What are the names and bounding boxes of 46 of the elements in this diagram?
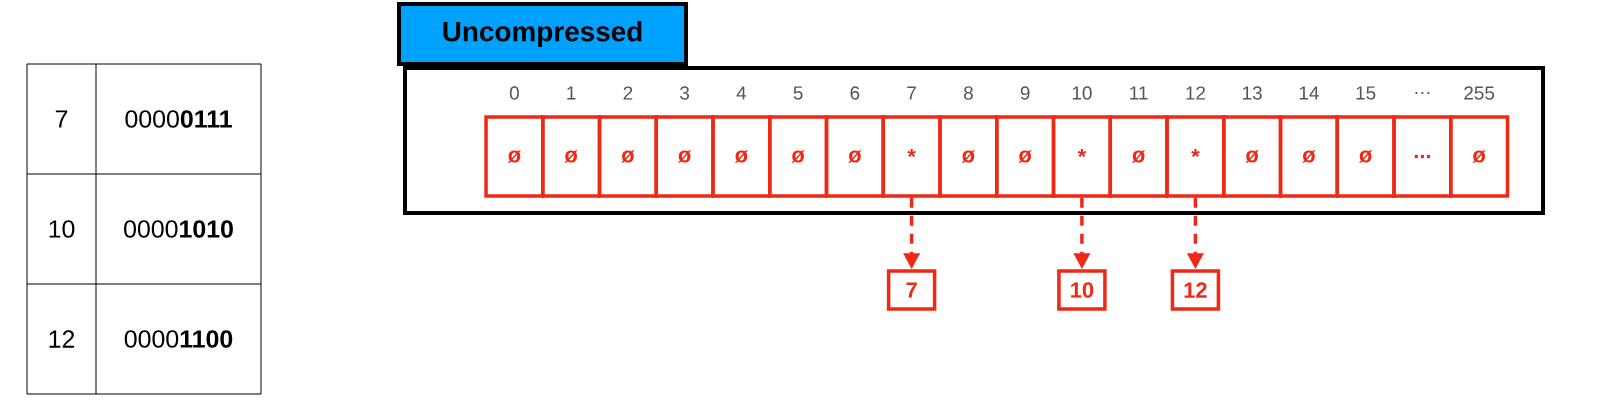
index-label: 11 (1130, 86, 1148, 100)
array-cell: * (1165, 115, 1226, 198)
array-cell: ø (938, 115, 999, 198)
index-label: 7 (907, 86, 916, 100)
value-box: 12 (1170, 269, 1221, 311)
node-label: Uncompressed (443, 21, 642, 47)
array-cell: ø (824, 115, 886, 198)
index-label: 9 (1020, 86, 1030, 100)
index-label: 0 (509, 86, 519, 100)
index-label: 3 (680, 86, 690, 100)
index-label: 13 (1243, 86, 1262, 100)
array-cell: ø (654, 115, 715, 198)
table-cell: 00001100 (124, 330, 233, 348)
index-label: 12 (1186, 86, 1205, 100)
table-cell: 00000111 (125, 110, 232, 128)
index-label: 10 (1072, 86, 1092, 100)
index-label: 255 (1464, 86, 1495, 100)
array-cell: ø (711, 115, 772, 198)
index-label: … (1415, 92, 1430, 94)
array-cell: ø (1222, 115, 1283, 198)
index-label: 8 (964, 86, 973, 100)
index-label: 2 (623, 86, 633, 100)
array-cell: ø (1108, 115, 1169, 198)
table-cell: 7 (55, 110, 68, 128)
index-label: 4 (736, 86, 747, 100)
array-cell: * (881, 115, 942, 198)
array-cell: ø (541, 115, 602, 198)
array-cell: ø (995, 115, 1056, 198)
array-cell: * (1051, 115, 1113, 198)
array-cell: ø (1278, 115, 1340, 198)
array-cell: ø (1335, 115, 1396, 198)
index-label: 14 (1299, 86, 1319, 100)
array-cell: ø (768, 115, 829, 198)
array-cell: ø (1449, 115, 1510, 198)
table-cell: 00001010 (124, 220, 233, 238)
index-label: 5 (793, 86, 803, 100)
value-box: 10 (1057, 269, 1107, 311)
index-label: 6 (850, 86, 860, 100)
array-cell: ø (597, 115, 659, 198)
value-box: 7 (886, 269, 937, 311)
table-cell: 10 (49, 220, 75, 238)
index-label: 15 (1356, 86, 1376, 100)
table-cell: 12 (49, 330, 75, 348)
index-label: 1 (567, 86, 576, 100)
array-cell: ... (1392, 115, 1453, 198)
array-cell: ø (484, 115, 545, 198)
